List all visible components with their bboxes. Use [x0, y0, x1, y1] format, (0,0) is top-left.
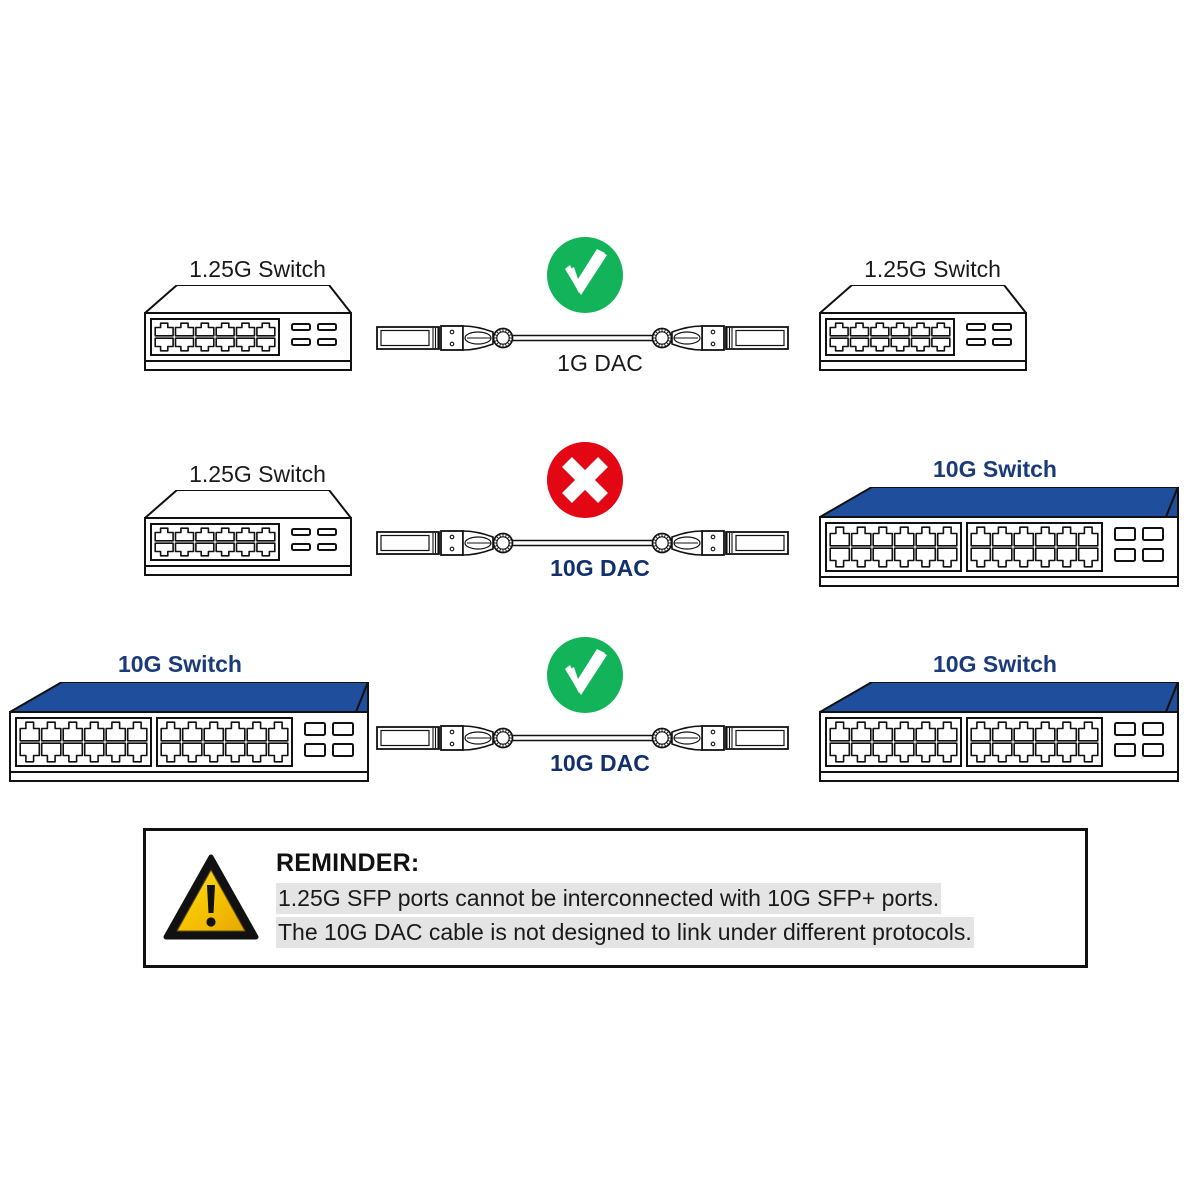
left-switch-label-row-1: 1.25G Switch	[189, 256, 326, 282]
switch-10g-right-row-3[interactable]	[818, 682, 1180, 782]
status-check-icon-row-3	[545, 635, 625, 715]
cable-label-row-2: 10G DAC	[550, 555, 650, 581]
connection-row-1: 1.25G Switch 1G DAC 1.25G Switch	[0, 237, 1200, 400]
cable-label-row-3: 10G DAC	[550, 750, 650, 776]
left-switch-label-row-3: 10G Switch	[118, 651, 242, 677]
reminder-content: REMINDER: 1.25G SFP ports cannot be inte…	[146, 831, 1085, 965]
status-cross-icon-row-2	[545, 440, 625, 520]
dac-cable-row-2[interactable]	[375, 523, 790, 563]
right-switch-label-row-2: 10G Switch	[933, 456, 1057, 482]
reminder-title: REMINDER:	[276, 849, 420, 877]
switch-10g-left-row-3[interactable]	[8, 682, 370, 782]
reminder-line-2: The 10G DAC cable is not designed to lin…	[276, 917, 974, 948]
reminder-text-block: REMINDER: 1.25G SFP ports cannot be inte…	[276, 848, 1085, 948]
cable-label-row-1: 1G DAC	[557, 350, 643, 376]
dac-cable-row-1[interactable]	[375, 318, 790, 358]
reminder-line-1: 1.25G SFP ports cannot be interconnected…	[276, 883, 942, 914]
status-check-icon-row-1	[545, 235, 625, 315]
switch-1g-left-row-1[interactable]	[143, 285, 353, 373]
reminder-box: REMINDER: 1.25G SFP ports cannot be inte…	[143, 828, 1088, 968]
warning-triangle-icon	[146, 853, 276, 943]
left-switch-label-row-2: 1.25G Switch	[189, 461, 326, 487]
switch-1g-left-row-2[interactable]	[143, 490, 353, 578]
switch-1g-right-row-1[interactable]	[818, 285, 1028, 373]
dac-cable-row-3[interactable]	[375, 718, 790, 758]
connection-row-2: 1.25G Switch 10G DAC 10G Switch	[0, 442, 1200, 605]
right-switch-label-row-3: 10G Switch	[933, 651, 1057, 677]
connection-row-3: 10G Switch 10G DAC 10G Switch	[0, 637, 1200, 800]
right-switch-label-row-1: 1.25G Switch	[864, 256, 1001, 282]
switch-10g-right-row-2[interactable]	[818, 487, 1180, 587]
